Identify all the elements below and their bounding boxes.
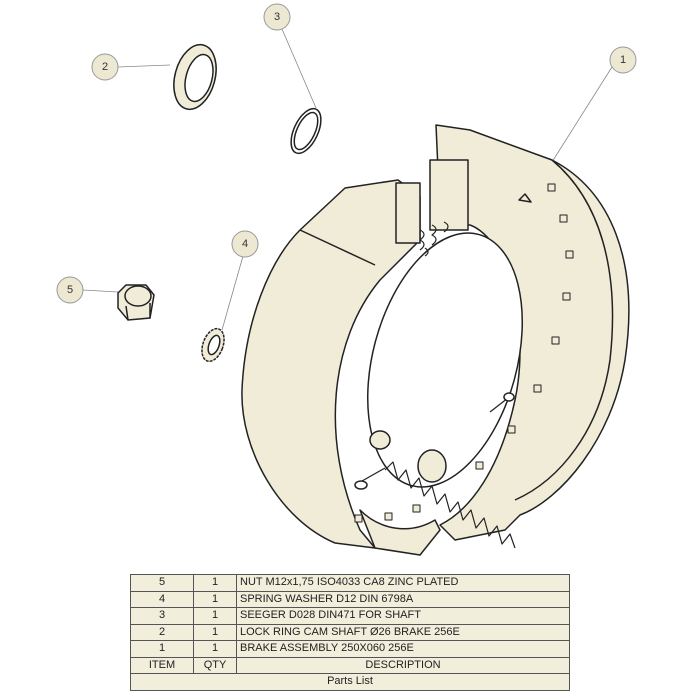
svg-text:4: 4 [242, 238, 248, 250]
item-cell: 4 [130, 590, 194, 608]
item-cell: 2 [130, 623, 194, 641]
description-cell: SEEGER D028 DIN471 FOR SHAFT [236, 607, 570, 625]
svg-text:5: 5 [67, 284, 73, 296]
nut-part [117, 284, 155, 321]
spring-washer-part [201, 327, 225, 363]
balloon-1: 1 [609, 46, 637, 74]
lock-ring-part [173, 43, 217, 111]
leader-line-3 [281, 28, 317, 109]
svg-text:2: 2 [102, 61, 108, 73]
balloon-5: 5 [56, 276, 84, 304]
balloon-4: 4 [231, 230, 259, 258]
leader-line-2 [117, 64, 171, 68]
leader-line-4 [221, 255, 244, 331]
description-cell: LOCK RING CAM SHAFT Ø26 BRAKE 256E [236, 623, 570, 641]
brake-assembly-part [241, 124, 630, 556]
balloon-3: 3 [263, 3, 291, 31]
qty-cell: 1 [193, 607, 237, 625]
qty-cell: 1 [193, 640, 237, 658]
svg-text:1: 1 [620, 54, 626, 66]
description-cell: BRAKE ASSEMBLY 250X060 256E [236, 640, 570, 658]
qty-cell: 1 [193, 574, 237, 592]
balloon-2: 2 [91, 53, 119, 81]
item-cell: 1 [130, 640, 194, 658]
header-item: ITEM [130, 656, 194, 674]
description-cell: NUT M12x1,75 ISO4033 CA8 ZINC PLATED [236, 574, 570, 592]
item-cell: 3 [130, 607, 194, 625]
seeger-ring-part [290, 107, 322, 155]
description-cell: SPRING WASHER D12 DIN 6798A [236, 590, 570, 608]
header-description: DESCRIPTION [236, 656, 570, 674]
leader-line-1 [551, 66, 613, 163]
header-qty: QTY [193, 656, 237, 674]
table-title-row: Parts List [130, 673, 570, 691]
qty-cell: 1 [193, 623, 237, 641]
qty-cell: 1 [193, 590, 237, 608]
item-cell: 5 [130, 574, 194, 592]
parts-list-title: Parts List [130, 673, 570, 691]
svg-text:3: 3 [274, 11, 280, 23]
leader-line-5 [82, 289, 119, 293]
